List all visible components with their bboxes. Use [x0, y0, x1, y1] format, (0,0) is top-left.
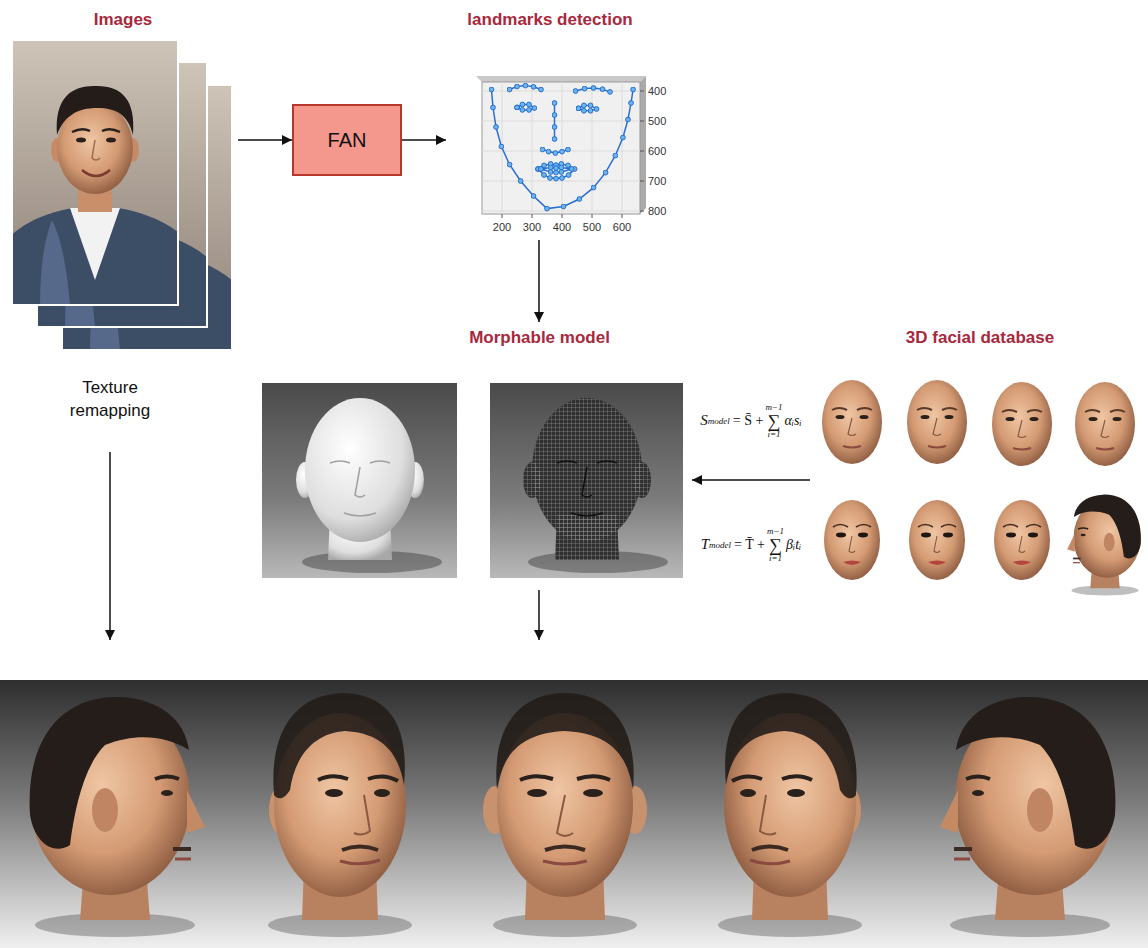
axis-tick-label: 600 [613, 220, 631, 234]
face-scan [909, 500, 965, 580]
flow-arrow [402, 139, 446, 141]
white-head [296, 398, 424, 560]
model-formula: Tmodel= T̄ +m−1∑i=1βᵢtᵢ [701, 527, 802, 564]
section-heading: landmarks detection [446, 4, 654, 30]
axis-tick-label: 300 [523, 220, 541, 234]
photo [2, 40, 192, 305]
render-panel [262, 383, 457, 578]
database-panel-node: 3D facial database [810, 322, 1148, 592]
formula-term: βᵢtᵢ [786, 537, 801, 553]
face-scan [907, 380, 967, 464]
face-scan [994, 500, 1050, 580]
formula-term: ∑ [767, 412, 780, 431]
formula-term: αᵢsᵢ [784, 413, 801, 429]
formula-term: m−1 [767, 527, 784, 536]
process-box: FAN [292, 104, 402, 176]
textured-head [30, 697, 205, 937]
flow-arrow [109, 452, 111, 640]
render-panel [490, 383, 683, 578]
model-panel-node: Morphable model [251, 322, 692, 584]
head-features [557, 461, 617, 516]
textured-head-part [718, 693, 862, 937]
textured-head-part [30, 697, 205, 937]
formula-term: ∑ [769, 536, 782, 555]
result-renders [0, 680, 1148, 948]
flow-arrow [538, 590, 540, 640]
landmark-plot-node: landmarks detection [446, 4, 654, 240]
textured-head [268, 693, 412, 937]
plot-frame [640, 76, 646, 214]
formula-term: i=1 [767, 430, 780, 439]
landmark-points-part [517, 105, 534, 110]
mesh-lines [523, 398, 651, 560]
formula-term: T [701, 536, 709, 553]
landmark-points-part [576, 88, 611, 92]
axis-tick-label: 500 [648, 114, 666, 128]
section-heading: Morphable model [251, 322, 692, 348]
textured-head-part [268, 693, 412, 937]
summation: m−1∑i=1 [765, 403, 782, 440]
axis-tick-label: 800 [648, 204, 666, 218]
formula-term: = S̄ + [733, 413, 764, 429]
photo-part [2, 40, 192, 305]
face-database [822, 380, 1141, 595]
flow-arrow [692, 479, 810, 481]
formula-term: m−1 [765, 403, 782, 412]
face-scan [992, 382, 1052, 466]
plot-frame [476, 76, 646, 82]
axis-tick-label: 400 [648, 84, 666, 98]
formula-term: i=1 [769, 554, 782, 563]
landmark-points [492, 86, 634, 209]
landmark-points-part [541, 168, 572, 173]
formula-term: model [709, 540, 731, 550]
morphable-renders [262, 383, 683, 578]
formula-term: model [708, 416, 730, 426]
mesh-head [523, 398, 651, 560]
head-features [330, 461, 390, 516]
tick-marks [502, 91, 644, 218]
axis-tick-label: 700 [648, 174, 666, 188]
plot-area [482, 82, 640, 214]
landmark-points-part [492, 90, 634, 209]
landmark-points-part [543, 150, 569, 154]
face-scan-part [1067, 495, 1141, 596]
render-strip [0, 680, 1148, 948]
step-label: Texture remapping [50, 376, 170, 422]
section-heading: 3D facial database [810, 322, 1148, 348]
axis-tick-label: 400 [553, 220, 571, 234]
summation: m−1∑i=1 [767, 527, 784, 564]
grid-lines [482, 82, 640, 214]
textured-head [483, 693, 647, 937]
textured-head [718, 693, 862, 937]
axis-tick-label: 200 [493, 220, 511, 234]
axis-tick-label: 500 [583, 220, 601, 234]
landmark-points-part [554, 103, 556, 139]
face-scan [1067, 495, 1141, 596]
face-scan [824, 500, 880, 580]
flow-arrow [538, 240, 540, 322]
formula-term: = T̄ + [734, 537, 765, 553]
textured-head-part [940, 697, 1115, 937]
photo-stack [2, 40, 242, 350]
face-scan [1075, 382, 1135, 466]
box-label: FAN [328, 129, 367, 152]
axis-tick-label: 600 [648, 144, 666, 158]
textured-head [940, 697, 1115, 937]
landmark-plot [476, 76, 646, 218]
model-formula: Smodel= S̄ +m−1∑i=1αᵢsᵢ [700, 403, 801, 440]
face-scan [822, 380, 882, 464]
formula-term: S [700, 412, 708, 429]
textured-head-part [483, 693, 647, 937]
landmark-points-part [538, 164, 575, 179]
image-stack-node: Images [8, 4, 238, 352]
photo-border [12, 40, 178, 305]
section-heading: Images [8, 4, 238, 30]
landmark-points-part [579, 105, 597, 110]
flow-arrow [238, 139, 292, 141]
landmark-points-part [510, 86, 542, 90]
